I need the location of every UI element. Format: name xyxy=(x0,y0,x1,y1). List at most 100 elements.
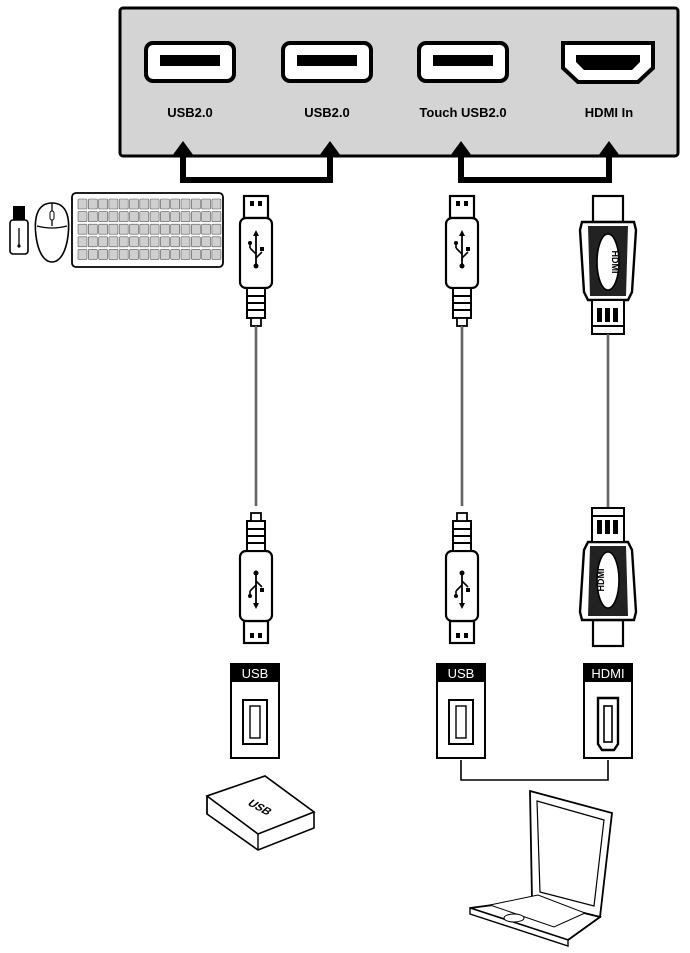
device-port-usb-left-label: USB xyxy=(242,666,269,681)
usb-dongle-icon xyxy=(9,206,29,255)
usb-connector-bottom-2 xyxy=(444,511,480,645)
port-usb-1 xyxy=(144,41,236,83)
monitor-panel xyxy=(118,6,680,158)
keyboard-key xyxy=(139,236,150,248)
cable-usb-1 xyxy=(238,194,274,645)
keyboard-key xyxy=(118,223,129,235)
arrow-head-hdmi xyxy=(598,141,620,156)
keyboard-key xyxy=(211,249,222,260)
keyboard-key xyxy=(180,249,191,260)
keyboard-key xyxy=(149,211,160,222)
keyboard-key xyxy=(77,249,88,260)
keyboard-icon xyxy=(71,192,224,268)
port-label-usb-1: USB2.0 xyxy=(167,105,213,120)
keyboard-key xyxy=(98,223,108,235)
keyboard-key xyxy=(180,223,191,235)
keyboard-key xyxy=(88,249,98,260)
keyboard-key xyxy=(98,211,108,222)
keyboard-key xyxy=(160,198,170,210)
keyboard-key xyxy=(129,249,139,260)
arrow-head-usb-2 xyxy=(319,141,341,156)
keyboard-key xyxy=(149,249,160,260)
keyboard-key xyxy=(201,211,211,222)
keyboard-key xyxy=(149,198,160,210)
port-label-usb-2: USB2.0 xyxy=(304,105,350,120)
laptop-bracket xyxy=(460,760,609,781)
keyboard-key xyxy=(77,211,88,222)
arrow-head-touch-usb xyxy=(450,141,472,156)
device-port-usb-right xyxy=(436,663,486,759)
keyboard-key xyxy=(118,236,129,248)
keyboard-key xyxy=(98,236,108,248)
keyboard-key xyxy=(77,236,88,248)
keyboard-key xyxy=(88,223,98,235)
keyboard-key xyxy=(211,223,222,235)
keyboard-key xyxy=(108,249,119,260)
keyboard-key xyxy=(98,249,108,260)
keyboard-key xyxy=(149,236,160,248)
keyboard-key xyxy=(201,198,211,210)
arrow-bracket-right xyxy=(458,152,612,183)
hdmi-connector-top xyxy=(578,194,638,336)
keyboard-key xyxy=(170,211,180,222)
keyboard-key xyxy=(170,249,180,260)
keyboard-key xyxy=(129,211,139,222)
hdmi-connector-bottom xyxy=(578,506,638,648)
port-hdmi-in xyxy=(561,41,655,84)
keyboard-key xyxy=(139,211,150,222)
hdmi-connector-bottom-text: HDMI xyxy=(596,569,606,592)
keyboard-key xyxy=(139,223,150,235)
keyboard-key xyxy=(160,236,170,248)
keyboard-key xyxy=(160,223,170,235)
keyboard-key xyxy=(160,211,170,222)
keyboard-key xyxy=(149,223,160,235)
usb-connector-top-1 xyxy=(238,194,274,328)
keyboard-key xyxy=(118,198,129,210)
device-port-usb-left xyxy=(230,663,280,759)
keyboard-key xyxy=(170,236,180,248)
usb-connector-top-2 xyxy=(444,194,480,328)
port-usb-2 xyxy=(281,41,373,83)
keyboard-key xyxy=(98,198,108,210)
usb-drive-icon: USB xyxy=(205,775,316,851)
keyboard-key xyxy=(108,198,119,210)
keyboard-key xyxy=(191,249,201,260)
keyboard-key xyxy=(211,211,222,222)
keyboard-key xyxy=(77,223,88,235)
laptop-icon xyxy=(469,789,613,947)
device-port-hdmi xyxy=(583,663,633,759)
keyboard-key xyxy=(118,211,129,222)
keyboard-key xyxy=(108,236,119,248)
keyboard-key xyxy=(180,236,191,248)
keyboard-key xyxy=(201,236,211,248)
keyboard-key xyxy=(129,223,139,235)
cable-usb-2 xyxy=(444,194,480,645)
device-port-hdmi-label: HDMI xyxy=(591,666,624,681)
keyboard-key xyxy=(88,211,98,222)
keyboard-key xyxy=(108,223,119,235)
keyboard-key xyxy=(139,198,150,210)
arrow-bracket-left xyxy=(180,152,333,183)
port-touch-usb xyxy=(417,41,509,83)
cable-hdmi: HDMI HDMI xyxy=(578,194,638,648)
keyboard-key xyxy=(160,249,170,260)
port-label-touch-usb: Touch USB2.0 xyxy=(419,105,506,120)
keyboard-key xyxy=(139,249,150,260)
keyboard-key xyxy=(211,198,222,210)
keyboard-key xyxy=(201,223,211,235)
mouse-icon xyxy=(34,202,70,263)
port-label-hdmi-in: HDMI In xyxy=(585,105,633,120)
keyboard-key xyxy=(118,249,129,260)
keyboard-key xyxy=(191,236,201,248)
keyboard-key xyxy=(180,198,191,210)
keyboard-key xyxy=(170,198,180,210)
keyboard-key xyxy=(88,236,98,248)
keyboard-key xyxy=(180,211,191,222)
keyboard-key xyxy=(191,223,201,235)
device-port-usb-right-label: USB xyxy=(448,666,475,681)
keyboard-key xyxy=(170,223,180,235)
keyboard-key xyxy=(77,198,88,210)
arrow-head-usb-1 xyxy=(172,141,194,156)
